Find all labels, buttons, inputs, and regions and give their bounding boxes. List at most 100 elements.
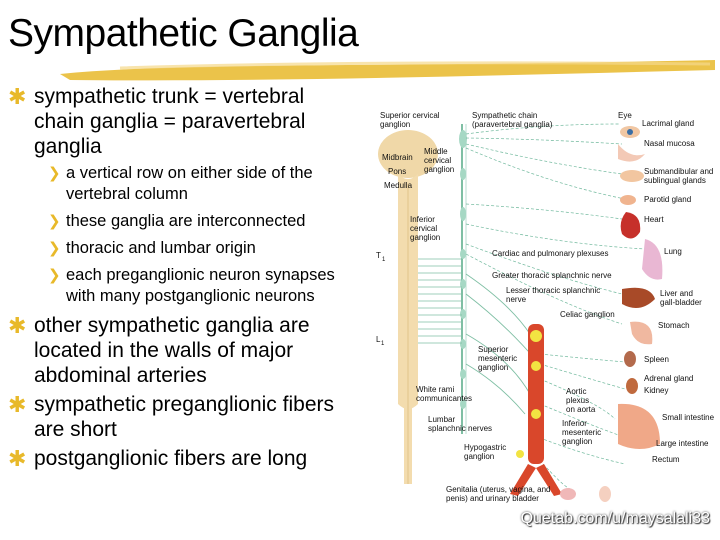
label-superior-mesenteric-line3: ganglion [478, 363, 508, 372]
label-middle-cervical-line1: Middle [424, 147, 448, 156]
brainstem-shape [378, 130, 438, 178]
chain-ganglia [459, 130, 467, 409]
postganglionic-fibers [465, 123, 646, 490]
label-midbrain: Midbrain [382, 153, 413, 162]
label-inferior-mesenteric-line2: mesenteric [562, 428, 601, 437]
diagram-labels: Superior cervical ganglion Sympathetic c… [376, 111, 715, 503]
label-eye: Eye [618, 111, 632, 120]
aorta-and-prevertebral-ganglia [510, 324, 562, 496]
label-genitalia-line2: penis) and urinary bladder [446, 494, 539, 503]
svg-text:1: 1 [382, 257, 386, 263]
svg-text:1: 1 [381, 341, 385, 347]
watermark: Quetab.com/u/maysalali33 [520, 510, 710, 527]
salivary-shape [620, 170, 644, 182]
label-aortic-plexus-line1: Aortic [566, 387, 586, 396]
bullet-star-icon: ✱ [8, 392, 27, 417]
label-inferior-cervical-line3: ganglion [410, 233, 440, 242]
label-hypogastric-line2: ganglion [464, 452, 494, 461]
bullet-star-icon: ✱ [8, 84, 27, 109]
bullet-item: ✱ postganglionic fibers are long [8, 446, 353, 471]
label-inferior-mesenteric-line3: ganglion [562, 437, 592, 446]
label-superior-cervical-line2: ganglion [380, 120, 410, 129]
label-inferior-cervical-line1: Inferior [410, 215, 435, 224]
label-spleen: Spleen [644, 355, 669, 364]
label-middle-cervical-line2: cervical [424, 156, 451, 165]
sub-bullet-text: these ganglia are interconnected [66, 212, 306, 230]
label-hypogastric-line1: Hypogastric [464, 443, 506, 452]
bullet-text: other sympathetic ganglia are located in… [34, 314, 310, 387]
kidney-shape [626, 378, 638, 394]
label-sympathetic-chain-line2: (paravertebral ganglia) [472, 120, 553, 129]
label-t1: T [376, 251, 381, 260]
splanchnic-fibers [465, 273, 536, 415]
label-lumbar-splanchnic-line2: splanchnic nerves [428, 424, 492, 433]
label-large-intestine: Large intestine [656, 439, 709, 448]
sub-bullet-item: ❯ each preganglionic neuron synapses wit… [8, 265, 353, 307]
bullet-text: sympathetic trunk = vertebral chain gang… [34, 85, 306, 158]
stomach-shape [630, 321, 653, 345]
bullet-star-icon: ✱ [8, 446, 27, 471]
spleen-shape [624, 351, 636, 367]
label-lesser-thoracic-line2: nerve [506, 295, 527, 304]
label-parotid: Parotid gland [644, 195, 691, 204]
sub-bullet-arrow-icon: ❯ [48, 165, 61, 182]
sub-bullet-arrow-icon: ❯ [48, 213, 61, 230]
label-superior-mesenteric-line2: mesenteric [478, 354, 517, 363]
label-lacrimal: Lacrimal gland [642, 119, 694, 128]
preganglionic-fibers [418, 258, 462, 344]
label-rectum: Rectum [652, 455, 680, 464]
bladder-shape [599, 486, 611, 502]
label-greater-thoracic: Greater thoracic splanchnic nerve [492, 271, 612, 280]
label-adrenal: Adrenal gland [644, 374, 693, 383]
label-inferior-mesenteric-line1: Inferior [562, 419, 587, 428]
slide-title: Sympathetic Ganglia [8, 12, 359, 55]
intestine-shape [618, 403, 660, 449]
sub-bullet-arrow-icon: ❯ [48, 267, 61, 284]
label-liver-line1: Liver and [660, 289, 693, 298]
heart-shape [620, 212, 641, 239]
sub-bullet-item: ❯ these ganglia are interconnected [8, 211, 353, 232]
label-submandibular-line2: sublingual glands [644, 176, 706, 185]
label-pons: Pons [388, 167, 406, 176]
label-submandibular-line1: Submandibular and [644, 167, 713, 176]
label-cardiac-plexuses: Cardiac and pulmonary plexuses [492, 249, 609, 258]
bullet-text: sympathetic preganglionic fibers are sho… [34, 393, 334, 441]
sympathetic-nervous-system-diagram: Superior cervical ganglion Sympathetic c… [376, 111, 715, 503]
label-white-rami-line2: communicantes [416, 394, 472, 403]
label-middle-cervical-line3: ganglion [424, 165, 454, 174]
label-lung: Lung [664, 247, 682, 256]
bullet-item: ✱ sympathetic trunk = vertebral chain ga… [8, 84, 353, 159]
label-lesser-thoracic-line1: Lesser thoracic splanchnic [506, 286, 600, 295]
sub-bullet-text: a vertical row on either side of the ver… [66, 164, 313, 203]
label-l1: L [376, 335, 381, 344]
label-superior-mesenteric-line1: Superior [478, 345, 509, 354]
label-inferior-cervical-line2: cervical [410, 224, 437, 233]
label-liver-line2: gall-bladder [660, 298, 702, 307]
genitalia-shape [560, 488, 576, 500]
label-sympathetic-chain-line1: Sympathetic chain [472, 111, 537, 120]
label-genitalia-line1: Genitalia (uterus, vagina, and [446, 485, 551, 494]
label-aortic-plexus-line2: plexus [566, 396, 589, 405]
nose-shape [618, 144, 645, 162]
bullet-text: postganglionic fibers are long [34, 447, 308, 470]
label-kidney: Kidney [644, 386, 668, 395]
bullet-item: ✱ other sympathetic ganglia are located … [8, 313, 353, 388]
label-medulla: Medulla [384, 181, 413, 190]
sub-bullet-item: ❯ a vertical row on either side of the v… [8, 163, 353, 205]
parotid-shape [620, 195, 636, 205]
label-nasal: Nasal mucosa [644, 139, 695, 148]
label-small-intestine: Small intestine [662, 413, 715, 422]
label-superior-cervical-line1: Superior cervical [380, 111, 440, 120]
label-stomach: Stomach [658, 321, 690, 330]
label-celiac: Celiac ganglion [560, 310, 615, 319]
sub-bullet-item: ❯ thoracic and lumbar origin [8, 238, 353, 259]
bullet-star-icon: ✱ [8, 313, 27, 338]
label-white-rami-line1: White rami [416, 385, 454, 394]
bullet-item: ✱ sympathetic preganglionic fibers are s… [8, 392, 353, 442]
bullet-list: ✱ sympathetic trunk = vertebral chain ga… [8, 84, 353, 475]
lung-shape [642, 239, 663, 280]
label-aortic-plexus-line3: on aorta [566, 405, 596, 414]
title-underline-stripe [60, 60, 715, 81]
liver-shape [622, 287, 655, 308]
